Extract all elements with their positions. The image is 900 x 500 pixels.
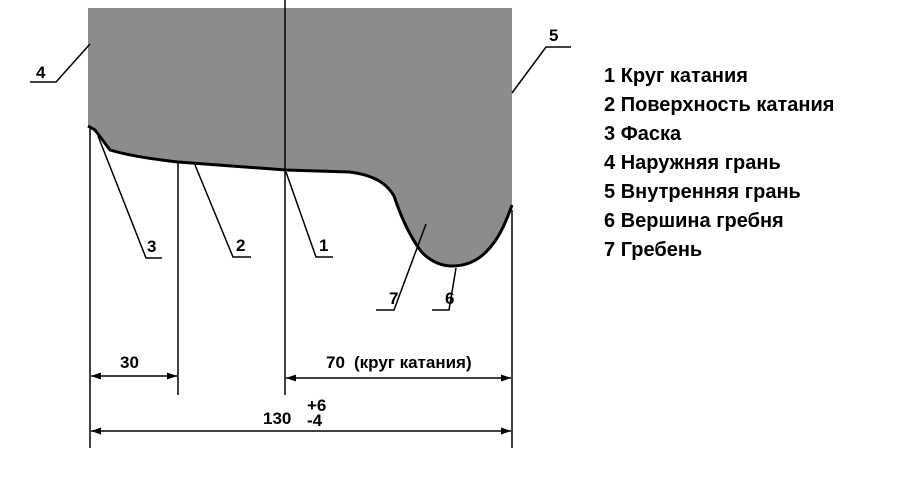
legend-text: Фаска bbox=[620, 123, 682, 145]
legend-text: Внутренняя грань bbox=[620, 181, 801, 203]
legend-num: 4 bbox=[604, 152, 616, 174]
legend-num: 5 bbox=[604, 181, 616, 203]
legend-text: Наружняя грань bbox=[620, 152, 781, 174]
rolling-surface-outline bbox=[87, 124, 514, 268]
callout-4-label: 4 bbox=[36, 63, 46, 82]
leader-5 bbox=[511, 46, 571, 94]
legend-item-3: 3 Фаска bbox=[604, 120, 834, 149]
leader-1 bbox=[285, 171, 333, 258]
legend-num: 2 bbox=[604, 94, 616, 116]
callout-2-label: 2 bbox=[236, 236, 245, 255]
legend-num: 3 bbox=[604, 123, 616, 145]
callout-3-label: 3 bbox=[147, 237, 156, 256]
dim-30-label: 30 bbox=[120, 353, 139, 372]
leader-6 bbox=[432, 267, 457, 311]
legend-num: 1 bbox=[604, 65, 616, 87]
wheel-profile-shape bbox=[88, 8, 512, 266]
legend-text: Гребень bbox=[620, 239, 703, 261]
legend-num: 6 bbox=[604, 210, 616, 232]
callout-5-label: 5 bbox=[549, 26, 558, 45]
legend-num: 7 bbox=[604, 239, 616, 261]
legend-item-1: 1 Круг катания bbox=[604, 62, 834, 91]
legend-item-4: 4 Наружняя грань bbox=[604, 149, 834, 178]
dim-130-tol-minus: -4 bbox=[307, 411, 323, 430]
legend: 1 Круг катания 2 Поверхность катания 3 Ф… bbox=[604, 62, 834, 265]
legend-text: Вершина гребня bbox=[620, 210, 784, 232]
dim-130-tol-plus: +6 bbox=[307, 396, 326, 415]
dim-130-label: 130 bbox=[263, 409, 291, 428]
leader-4 bbox=[30, 43, 91, 83]
legend-item-7: 7 Гребень bbox=[604, 236, 834, 265]
legend-item-6: 6 Вершина гребня bbox=[604, 207, 834, 236]
legend-text: Круг катания bbox=[620, 65, 748, 87]
legend-item-5: 5 Внутренняя грань bbox=[604, 178, 834, 207]
legend-item-2: 2 Поверхность катания bbox=[604, 91, 834, 120]
legend-text: Поверхность катания bbox=[620, 94, 835, 116]
leader-2 bbox=[194, 164, 251, 258]
leader-3 bbox=[97, 135, 162, 259]
dim-70-note: (круг катания) bbox=[354, 353, 472, 372]
callout-7-label: 7 bbox=[389, 289, 398, 308]
callout-6-label: 6 bbox=[445, 289, 454, 308]
dim-70-label: 70 bbox=[326, 353, 345, 372]
leader-7 bbox=[376, 223, 427, 311]
callout-1-label: 1 bbox=[319, 236, 328, 255]
